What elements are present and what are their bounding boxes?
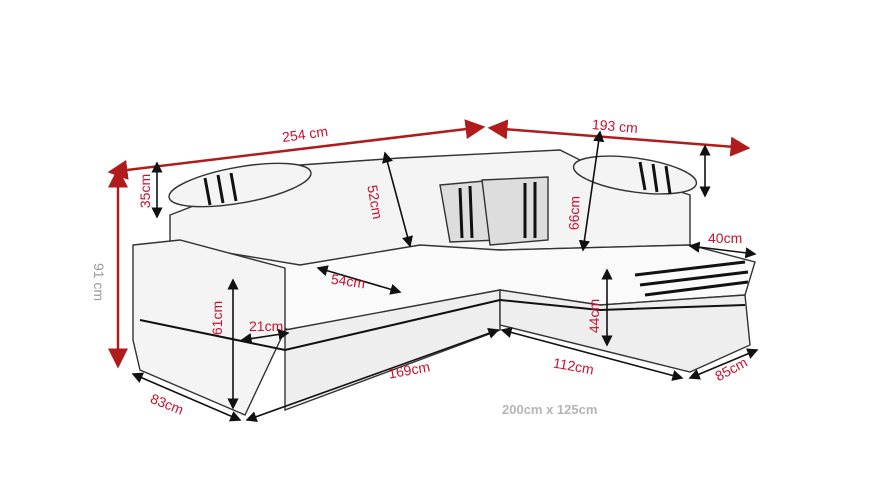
dim-total-height: 91 cm	[91, 262, 108, 302]
dim-backrest-right: 66cm	[565, 195, 583, 231]
inner-dimension-lines	[131, 130, 759, 423]
dim-headrest-height: 35cm	[137, 173, 154, 209]
dim-arm-width: 21cm	[249, 318, 284, 334]
sleeping-area-size: 200cm x 125cm	[502, 402, 598, 417]
dim-chaise-armrest: 40cm	[708, 230, 743, 246]
dim-seat-height: 44cm	[586, 298, 603, 334]
dim-arm-height: 61cm	[209, 300, 226, 336]
